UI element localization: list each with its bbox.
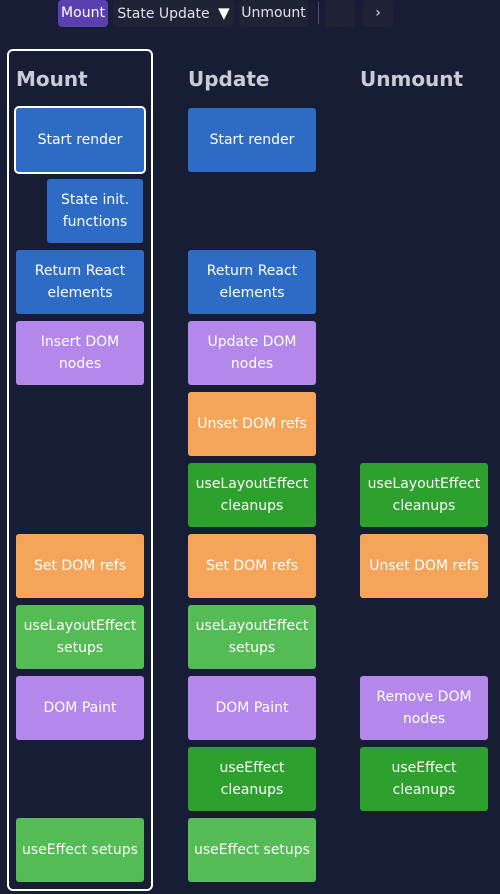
step-label: Set DOM refs (33, 558, 127, 574)
step-update-set-refs[interactable]: Set DOM refs (188, 534, 316, 598)
step-update-effect-cleanups[interactable]: useEffect cleanups (188, 747, 316, 811)
step-mount-insert-dom[interactable]: Insert DOM nodes (16, 321, 144, 385)
tab-unmount[interactable]: Unmount (239, 0, 308, 27)
step-label: useEffect cleanups (391, 760, 457, 798)
chevron-right-icon: › (375, 5, 381, 21)
step-label: useEffect setups (194, 842, 310, 858)
step-label: Insert DOM nodes (40, 334, 120, 372)
step-update-update-dom[interactable]: Update DOM nodes (188, 321, 316, 385)
step-label: Set DOM refs (205, 558, 299, 574)
step-label: useEffect cleanups (219, 760, 285, 798)
step-label: Return React elements (34, 263, 126, 301)
step-label: useEffect setups (22, 842, 138, 858)
column-title-mount: Mount (16, 67, 88, 91)
step-label: Update DOM nodes (207, 334, 297, 372)
previous-button[interactable] (325, 0, 355, 27)
step-update-return-elements[interactable]: Return React elements (188, 250, 316, 314)
step-mount-return-elements[interactable]: Return React elements (16, 250, 144, 314)
step-update-effect-setups[interactable]: useEffect setups (188, 818, 316, 882)
step-label: useLayoutEffect setups (195, 618, 309, 656)
tab-state-update[interactable]: State Update ▼ (113, 0, 234, 27)
step-label: useLayoutEffect cleanups (367, 476, 481, 514)
tab-state-update-label: State Update (117, 6, 210, 22)
step-update-layout-cleanups[interactable]: useLayoutEffect cleanups (188, 463, 316, 527)
step-label: Start render (209, 132, 295, 148)
step-label: DOM Paint (43, 700, 117, 716)
step-mount-effect-setups[interactable]: useEffect setups (16, 818, 144, 882)
step-label: Remove DOM nodes (376, 689, 472, 727)
step-update-unset-refs[interactable]: Unset DOM refs (188, 392, 316, 456)
tab-mount[interactable]: Mount (58, 0, 108, 27)
step-mount-layout-setups[interactable]: useLayoutEffect setups (16, 605, 144, 669)
step-unmount-unset-refs[interactable]: Unset DOM refs (360, 534, 488, 598)
step-label: Unset DOM refs (197, 416, 307, 432)
step-update-dom-paint[interactable]: DOM Paint (188, 676, 316, 740)
toolbar-divider (318, 2, 319, 24)
lifecycle-toolbar: Mount State Update ▼ Unmount › (0, 0, 500, 27)
step-label: State init. functions (60, 192, 130, 230)
step-label: useLayoutEffect cleanups (195, 476, 309, 514)
step-mount-start-render[interactable]: Start render (14, 106, 146, 174)
step-unmount-effect-cleanups[interactable]: useEffect cleanups (360, 747, 488, 811)
step-label: DOM Paint (215, 700, 289, 716)
step-mount-set-refs[interactable]: Set DOM refs (16, 534, 144, 598)
step-update-layout-setups[interactable]: useLayoutEffect setups (188, 605, 316, 669)
column-title-update: Update (188, 67, 270, 91)
mount-selection-frame (7, 49, 153, 891)
column-title-unmount: Unmount (360, 67, 464, 91)
step-label: Unset DOM refs (369, 558, 479, 574)
step-label: useLayoutEffect setups (23, 618, 137, 656)
step-unmount-remove-dom[interactable]: Remove DOM nodes (360, 676, 488, 740)
step-label: Return React elements (206, 263, 298, 301)
next-button[interactable]: › (363, 0, 393, 27)
step-unmount-layout-cleanups[interactable]: useLayoutEffect cleanups (360, 463, 488, 527)
chevron-down-icon: ▼ (218, 4, 230, 22)
step-mount-state-init[interactable]: State init. functions (47, 179, 143, 243)
step-update-start-render[interactable]: Start render (188, 108, 316, 172)
step-mount-dom-paint[interactable]: DOM Paint (16, 676, 144, 740)
step-label: Start render (37, 132, 123, 148)
